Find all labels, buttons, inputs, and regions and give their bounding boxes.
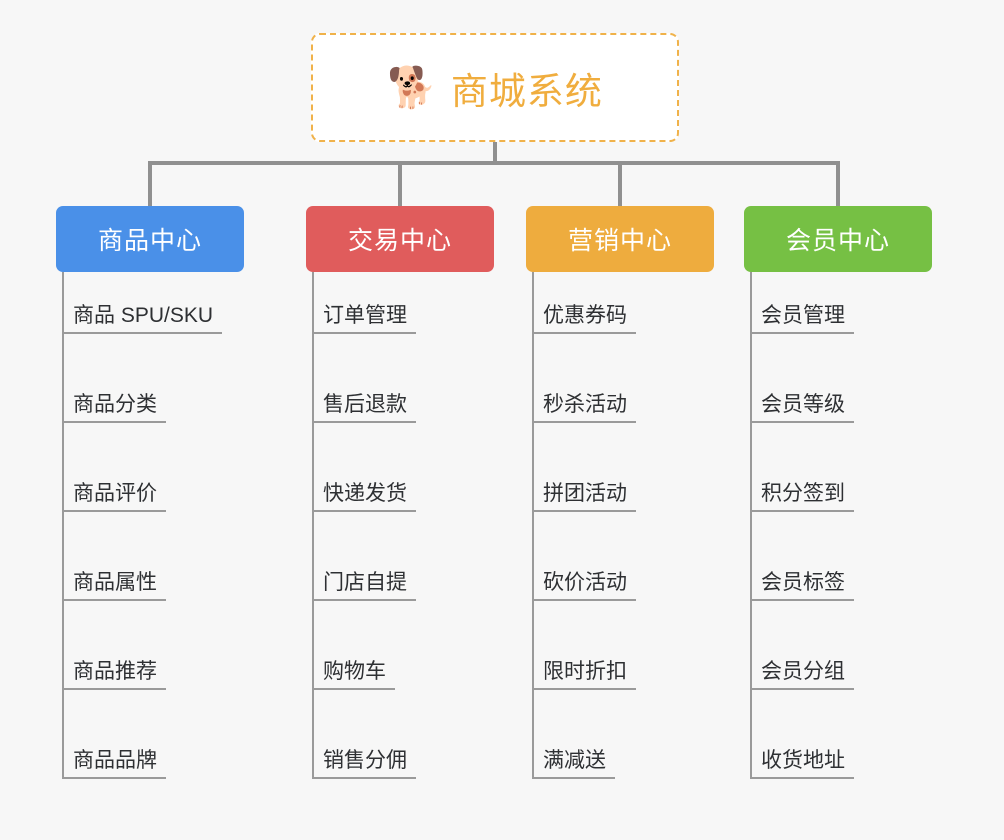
leaf-item-label: 商品 SPU/SKU xyxy=(64,304,223,334)
connector-drop-2 xyxy=(398,161,402,206)
leaf-item-label: 积分签到 xyxy=(752,482,854,512)
leaf-item-label: 满减送 xyxy=(534,749,615,779)
category-label: 商品中心 xyxy=(97,227,202,255)
leaf-item-label: 会员分组 xyxy=(752,660,854,690)
leaf-item[interactable]: 砍价活动 xyxy=(534,567,636,601)
leaf-item[interactable]: 会员等级 xyxy=(752,389,854,423)
leaf-item[interactable]: 商品评价 xyxy=(64,478,166,512)
leaf-item-label: 快递发货 xyxy=(314,482,416,512)
leaf-item[interactable]: 商品推荐 xyxy=(64,656,166,690)
leaf-item[interactable]: 商品分类 xyxy=(64,389,166,423)
column-spine xyxy=(750,272,752,779)
leaf-item[interactable]: 售后退款 xyxy=(314,389,416,423)
leaf-item[interactable]: 商品 SPU/SKU xyxy=(64,300,223,334)
category-label: 会员中心 xyxy=(785,227,890,255)
category-box-3[interactable]: 营销中心 xyxy=(526,206,714,272)
leaf-item[interactable]: 秒杀活动 xyxy=(534,389,636,423)
leaf-item[interactable]: 商品品牌 xyxy=(64,745,166,779)
connector-drop-3 xyxy=(618,161,622,206)
leaf-item-label: 拼团活动 xyxy=(534,482,636,512)
leaf-item[interactable]: 拼团活动 xyxy=(534,478,636,512)
column-spine xyxy=(312,272,314,779)
leaf-item-label: 订单管理 xyxy=(314,304,416,334)
connector-drop-4 xyxy=(836,161,840,206)
root-node-mall-system[interactable]: 🐕 商城系统 xyxy=(311,33,679,142)
leaf-item-label: 收货地址 xyxy=(752,749,854,779)
leaf-item[interactable]: 满减送 xyxy=(534,745,615,779)
leaf-item[interactable]: 优惠券码 xyxy=(534,300,636,334)
leaf-item[interactable]: 门店自提 xyxy=(314,567,416,601)
leaf-item-label: 优惠券码 xyxy=(534,304,636,334)
leaf-item-label: 商品推荐 xyxy=(64,660,166,690)
leaf-item-label: 商品品牌 xyxy=(64,749,166,779)
leaf-item[interactable]: 购物车 xyxy=(314,656,395,690)
leaf-item-label: 秒杀活动 xyxy=(534,393,636,423)
leaf-item-label: 商品评价 xyxy=(64,482,166,512)
leaf-item[interactable]: 会员标签 xyxy=(752,567,854,601)
leaf-item-label: 商品属性 xyxy=(64,571,166,601)
leaf-item[interactable]: 会员分组 xyxy=(752,656,854,690)
leaf-item[interactable]: 商品属性 xyxy=(64,567,166,601)
leaf-item[interactable]: 限时折扣 xyxy=(534,656,636,690)
leaf-item-label: 购物车 xyxy=(314,660,395,690)
category-box-1[interactable]: 商品中心 xyxy=(56,206,244,272)
connector-drop-1 xyxy=(148,161,152,206)
leaf-item[interactable]: 会员管理 xyxy=(752,300,854,334)
category-label: 营销中心 xyxy=(567,227,672,255)
category-label: 交易中心 xyxy=(347,227,452,255)
leaf-item[interactable]: 销售分佣 xyxy=(314,745,416,779)
leaf-item[interactable]: 订单管理 xyxy=(314,300,416,334)
connector-root-stem xyxy=(493,142,497,164)
leaf-item[interactable]: 收货地址 xyxy=(752,745,854,779)
leaf-item-label: 会员管理 xyxy=(752,304,854,334)
leaf-item[interactable]: 积分签到 xyxy=(752,478,854,512)
leaf-item-label: 销售分佣 xyxy=(314,749,416,779)
category-box-2[interactable]: 交易中心 xyxy=(306,206,494,272)
category-box-4[interactable]: 会员中心 xyxy=(744,206,932,272)
leaf-item-label: 商品分类 xyxy=(64,393,166,423)
leaf-item-label: 会员等级 xyxy=(752,393,854,423)
shiba-dog-face-icon: 🐕 xyxy=(387,64,437,111)
leaf-item[interactable]: 快递发货 xyxy=(314,478,416,512)
root-node-title: 商城系统 xyxy=(450,70,603,112)
leaf-item-label: 会员标签 xyxy=(752,571,854,601)
column-spine xyxy=(62,272,64,779)
column-spine xyxy=(532,272,534,779)
leaf-item-label: 售后退款 xyxy=(314,393,416,423)
leaf-item-label: 门店自提 xyxy=(314,571,416,601)
leaf-item-label: 砍价活动 xyxy=(534,571,636,601)
leaf-item-label: 限时折扣 xyxy=(534,660,636,690)
connector-horizontal-bar xyxy=(148,161,840,165)
